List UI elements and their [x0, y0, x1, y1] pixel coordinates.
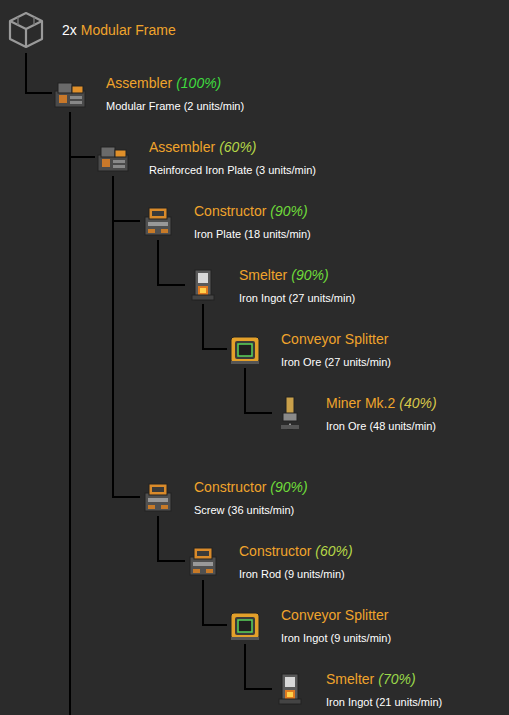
- node-heading: Assembler(100%): [106, 74, 244, 92]
- clock-percent: (90%): [270, 203, 307, 219]
- item-name: Modular Frame: [81, 22, 176, 38]
- tree-node: Conveyor SplitterIron Ore (27 units/min): [227, 330, 391, 370]
- tree-connector: [158, 516, 185, 561]
- rate-text: Iron Ore (27 units/min): [281, 356, 391, 368]
- machine-name: Conveyor Splitter: [281, 331, 388, 347]
- tree-node: 2xModular Frame: [8, 21, 176, 39]
- clock-percent: (100%): [176, 75, 221, 91]
- node-heading: Smelter(90%): [239, 266, 355, 284]
- rate-text: Iron Ingot (21 units/min): [326, 696, 442, 708]
- rate-text: Screw (36 units/min): [194, 504, 294, 516]
- tree-connector: [158, 240, 185, 285]
- tree-connector: [26, 53, 52, 93]
- tree-node: Constructor(90%) Screw (36 units/min): [140, 478, 308, 518]
- machine-icon: [227, 331, 263, 367]
- tree-node: Constructor(90%) Iron Plate (18 units/min…: [140, 202, 311, 242]
- node-subtitle: Iron Rod (9 units/min): [239, 566, 353, 582]
- node-subtitle: Screw (36 units/min): [194, 502, 308, 518]
- node-heading: Miner Mk.2(40%): [326, 394, 437, 412]
- machine-icon: [6, 10, 46, 50]
- clock-percent: (90%): [270, 479, 307, 495]
- node-heading: Conveyor Splitter: [281, 606, 391, 624]
- node-subtitle: Iron Ingot (21 units/min): [326, 694, 442, 710]
- machine-icon: [185, 267, 221, 303]
- clock-percent: (70%): [378, 671, 415, 687]
- tree-node: Smelter(90%) Iron Ingot (27 units/min): [185, 266, 355, 306]
- machine-name: Constructor: [239, 543, 311, 559]
- machine-name: Conveyor Splitter: [281, 607, 388, 623]
- machine-icon: [95, 139, 131, 175]
- tree-node: Miner Mk.2(40%) Iron Ore (48 units/min): [272, 394, 437, 434]
- tree-connector: [113, 176, 140, 221]
- tree-node: Conveyor SplitterIron Ingot (9 units/min…: [227, 606, 391, 646]
- machine-name: Assembler: [106, 75, 172, 91]
- clock-percent: (40%): [399, 395, 436, 411]
- machine-icon: [140, 479, 176, 515]
- quantity: 2x: [62, 22, 77, 38]
- node-heading: Smelter(70%): [326, 670, 442, 688]
- machine-icon: [140, 203, 176, 239]
- clock-percent: (60%): [219, 139, 256, 155]
- machine-name: Constructor: [194, 203, 266, 219]
- tree-connector: [70, 112, 95, 157]
- clock-percent: (60%): [315, 543, 352, 559]
- machine-name: Assembler: [149, 139, 215, 155]
- node-heading: Constructor(90%): [194, 478, 308, 496]
- node-subtitle: Iron Plate (18 units/min): [194, 226, 311, 242]
- node-heading: Constructor(60%): [239, 542, 353, 560]
- tree-node: Constructor(60%) Iron Rod (9 units/min): [185, 542, 353, 582]
- tree-node: Assembler(60%) Reinforced Iron Plate (3 u…: [95, 138, 316, 178]
- node-subtitle: Iron Ingot (27 units/min): [239, 290, 355, 306]
- rate-text: Modular Frame (2 units/min): [106, 100, 244, 112]
- machine-icon: [272, 671, 308, 707]
- rate-text: Iron Ore (48 units/min): [326, 420, 436, 432]
- machine-icon: [227, 607, 263, 643]
- machine-icon: [52, 75, 88, 111]
- node-subtitle: Modular Frame (2 units/min): [106, 98, 244, 114]
- machine-name: Constructor: [194, 479, 266, 495]
- node-subtitle: Iron Ore (48 units/min): [326, 418, 437, 434]
- tree-node: Smelter(70%) Iron Ingot (21 units/min): [272, 670, 442, 710]
- tree-connector: [245, 368, 272, 413]
- tree-node: Assembler(100%) Modular Frame (2 units/mi…: [52, 74, 244, 114]
- node-heading: Assembler(60%): [149, 138, 316, 156]
- node-heading: Constructor(90%): [194, 202, 311, 220]
- machine-icon: [185, 543, 221, 579]
- rate-text: Iron Rod (9 units/min): [239, 568, 345, 580]
- clock-percent: (90%): [291, 267, 328, 283]
- tree-connector: [203, 580, 227, 625]
- machine-name: Miner Mk.2: [326, 395, 395, 411]
- tree-trunk: [69, 150, 71, 715]
- rate-text: Iron Plate (18 units/min): [194, 228, 311, 240]
- rate-text: Iron Ingot (9 units/min): [281, 632, 391, 644]
- node-heading: Conveyor Splitter: [281, 330, 391, 348]
- node-subtitle: Iron Ore (27 units/min): [281, 354, 391, 370]
- machine-name: Smelter: [326, 671, 374, 687]
- rate-text: Iron Ingot (27 units/min): [239, 292, 355, 304]
- machine-icon: [272, 395, 308, 431]
- tree-connector: [245, 644, 272, 689]
- node-heading: 2xModular Frame: [62, 21, 176, 39]
- node-subtitle: Reinforced Iron Plate (3 units/min): [149, 162, 316, 178]
- rate-text: Reinforced Iron Plate (3 units/min): [149, 164, 316, 176]
- tree-connector: [113, 176, 140, 497]
- node-subtitle: Iron Ingot (9 units/min): [281, 630, 391, 646]
- machine-name: Smelter: [239, 267, 287, 283]
- tree-connector: [203, 304, 227, 349]
